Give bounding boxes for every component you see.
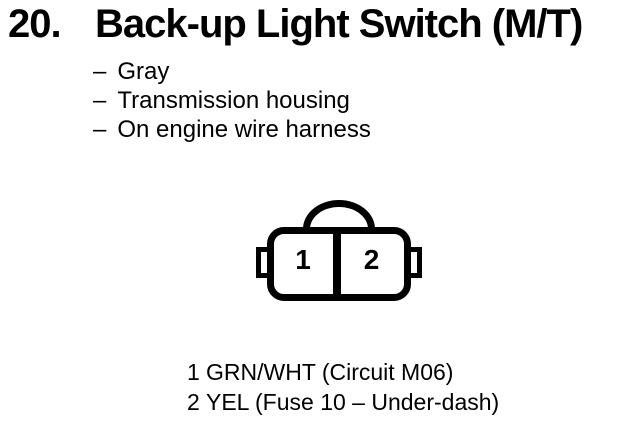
list-item: – Transmission housing <box>93 86 371 115</box>
connector-pin-2: 2 <box>363 244 380 275</box>
dash-bullet: – <box>93 58 107 85</box>
list-item: – On engine wire harness <box>93 115 371 144</box>
list-item: – Gray <box>93 57 371 86</box>
page-title: Back-up Light Switch (M/T) <box>95 2 583 46</box>
section-number: 20. <box>8 2 62 46</box>
pin-wire-label: YEL (Fuse 10 – Under-dash) <box>206 389 500 415</box>
legend-row: 2 YEL (Fuse 10 – Under-dash) <box>187 387 499 417</box>
attribute-text: Transmission housing <box>117 87 350 114</box>
attribute-text: On engine wire harness <box>117 116 371 143</box>
legend-row: 1 GRN/WHT (Circuit M06) <box>187 357 499 387</box>
dash-bullet: – <box>93 87 107 114</box>
connector-pin-1: 1 <box>295 244 311 275</box>
connector-diagram: 1 2 <box>256 196 426 306</box>
connector-cavity-divider <box>333 229 341 299</box>
pin-number: 1 <box>187 359 200 385</box>
connector-wire-loop-icon <box>303 200 375 229</box>
attribute-text: Gray <box>117 58 170 85</box>
attribute-list: – Gray – Transmission housing – On engin… <box>93 57 371 144</box>
pin-wire-label: GRN/WHT (Circuit M06) <box>206 359 454 385</box>
pin-number: 2 <box>187 389 200 415</box>
dash-bullet: – <box>93 116 107 143</box>
pin-legend: 1 GRN/WHT (Circuit M06) 2 YEL (Fuse 10 –… <box>187 357 499 417</box>
